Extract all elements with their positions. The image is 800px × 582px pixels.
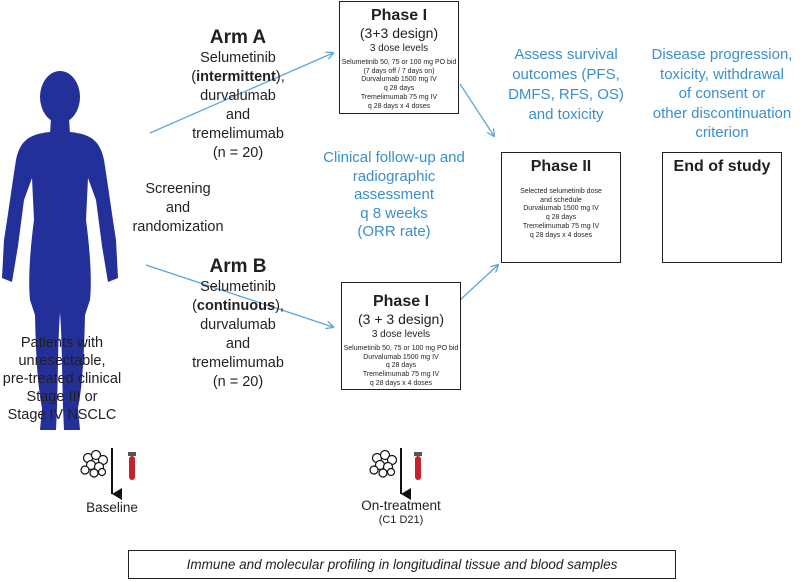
phase1-a-detail: Selumetinib 50, 75 or 100 mg PO bid	[341, 59, 457, 66]
arm-a-mode: intermittent	[196, 69, 276, 85]
arrow-to-arm-a	[149, 53, 333, 134]
phase2-title: Phase II	[530, 158, 592, 175]
phase1-a-title: Phase I	[370, 7, 428, 24]
phase1-b-detail: Tremelimumab 75 mg IV	[362, 371, 440, 379]
end-criteria-line: other discontinuation	[652, 104, 792, 122]
end-criteria-line: of consent or	[678, 85, 766, 102]
patients-line: unresectable,	[18, 353, 106, 369]
arm-b: Arm B Selumetinib (continuous), durvalum…	[168, 256, 308, 392]
phase2-detail: q 28 days	[545, 214, 577, 222]
phase1-a-design: (3+3 design)	[359, 25, 439, 41]
phase1-b-detail: q 28 days x 4 doses	[369, 379, 433, 387]
blood-tube-icon	[128, 452, 136, 480]
arm-a-drug3: tremelimumab	[192, 126, 284, 142]
end-criteria-text: Disease progression, toxicity, withdrawa…	[644, 45, 800, 143]
end-of-study-box: End of study	[662, 152, 782, 263]
arm-a-n: (n = 20)	[212, 145, 264, 161]
on-treatment-label: On-treatment (C1 D21)	[346, 498, 456, 527]
arm-b-title: Arm B	[209, 256, 267, 277]
sample-arrows	[111, 448, 411, 500]
arm-a-title: Arm A	[209, 27, 267, 48]
end-criteria-line: Disease progression,	[651, 46, 793, 63]
phase1-a-detail: q 28 days x 4 doses	[367, 102, 431, 110]
survival-line: and toxicity	[528, 106, 604, 123]
phase1-a-detail: Tremelimumab 75 mg IV	[360, 93, 438, 101]
arm-b-drug3: tremelimumab	[192, 355, 284, 371]
phase2-detail: Tremelimumab 75 mg IV	[522, 222, 600, 230]
arm-a-and: and	[225, 107, 251, 123]
followup-line: Clinical follow-up and	[323, 149, 465, 166]
phase2-detail: q 28 days x 4 doses	[529, 231, 593, 239]
phase1-a-levels: 3 dose levels	[369, 43, 429, 54]
on-treatment-sub: (C1 D21)	[378, 514, 424, 526]
phase1-b-levels: 3 dose levels	[371, 329, 431, 340]
arm-b-n: (n = 20)	[212, 374, 264, 390]
arm-b-and: and	[225, 336, 251, 352]
patients-description: Patients with unresectable, pre-treated …	[0, 334, 124, 424]
screening-line: and	[165, 200, 191, 216]
arm-b-mode: continuous	[196, 298, 276, 314]
arrow-to-arm-b	[145, 264, 333, 327]
patients-line: Stage IV NSCLC	[7, 407, 117, 423]
arm-a-drug1: Selumetinib	[200, 50, 276, 66]
phase1-a-detail: Durvalumab 1500 mg IV	[361, 76, 437, 84]
profiling-footer-text: Immune and molecular profiling in longit…	[186, 557, 618, 572]
arrow-phase1a-to-phase2	[459, 83, 494, 136]
screening-label: Screening and randomization	[128, 180, 228, 237]
patients-line: pre-treated clinical	[2, 371, 122, 387]
arm-b-drug1: Selumetinib	[200, 279, 276, 295]
profiling-footer-box: Immune and molecular profiling in longit…	[128, 550, 676, 579]
on-treatment-title: On-treatment	[361, 498, 441, 513]
phase1-arm-a-box: Phase I (3+3 design) 3 dose levels Selum…	[339, 1, 459, 114]
end-criteria-line: toxicity, withdrawal	[660, 65, 784, 83]
blood-tube-icon	[414, 452, 422, 480]
followup-line: q 8 weeks	[360, 204, 428, 222]
tissue-cells-icon	[80, 449, 109, 478]
patients-line: Patients with	[20, 335, 104, 351]
arm-a-schedule: (intermittent),	[168, 68, 308, 87]
paren-close: ),	[275, 298, 284, 314]
screening-line: Screening	[145, 181, 211, 197]
phase1-a-detail: (7 days off / 7 days on)	[363, 67, 435, 75]
patients-line: Stage III or	[26, 389, 98, 405]
paren-open: (	[191, 69, 197, 85]
phase2-box: Phase II Selected selumetinib dose and s…	[501, 152, 621, 263]
arrow-phase1b-to-phase2	[459, 265, 498, 301]
phase1-b-detail: Selumetinib 50, 75 or 100 mg PO bid	[343, 345, 459, 352]
phase2-detail: Durvalumab 1500 mg IV	[523, 205, 599, 213]
phase2-detail: Selected selumetinib dose	[520, 188, 602, 195]
paren-close: ),	[275, 69, 285, 85]
phase1-b-title: Phase I	[372, 293, 430, 310]
arm-a: Arm A Selumetinib (intermittent), durval…	[168, 27, 308, 163]
human-body-icon	[2, 71, 118, 430]
survival-line: outcomes (PFS,	[512, 66, 620, 83]
followup-line: (ORR rate)	[357, 223, 431, 240]
phase1-b-detail: q 28 days	[385, 362, 417, 370]
arm-b-drug2: durvalumab	[200, 317, 276, 333]
phase1-b-design: (3 + 3 design)	[358, 311, 444, 327]
arm-b-schedule: (continuous),	[168, 297, 308, 316]
phase2-detail: and schedule	[540, 196, 582, 204]
phase1-arm-b-box: Phase I (3 + 3 design) 3 dose levels Sel…	[341, 282, 461, 390]
phase1-b-detail: Durvalumab 1500 mg IV	[363, 353, 439, 361]
screening-line: randomization	[132, 219, 224, 235]
end-of-study-title: End of study	[673, 158, 771, 175]
end-criteria-line: criterion	[695, 124, 749, 141]
followup-line: radiographic	[352, 167, 436, 185]
survival-line: DMFS, RFS, OS)	[508, 86, 624, 103]
followup-text: Clinical follow-up and radiographic asse…	[314, 149, 474, 242]
paren-open: (	[192, 298, 197, 314]
baseline-label: Baseline	[86, 500, 138, 515]
phase1-a-detail: q 28 days	[383, 85, 415, 93]
followup-line: assessment	[353, 186, 435, 203]
flow-arrows	[145, 53, 498, 327]
survival-text: Assess survival outcomes (PFS, DMFS, RFS…	[498, 45, 634, 125]
survival-line: Assess survival	[514, 46, 618, 63]
arm-a-drug2: durvalumab	[200, 88, 276, 104]
tissue-cells-icon	[369, 449, 398, 478]
